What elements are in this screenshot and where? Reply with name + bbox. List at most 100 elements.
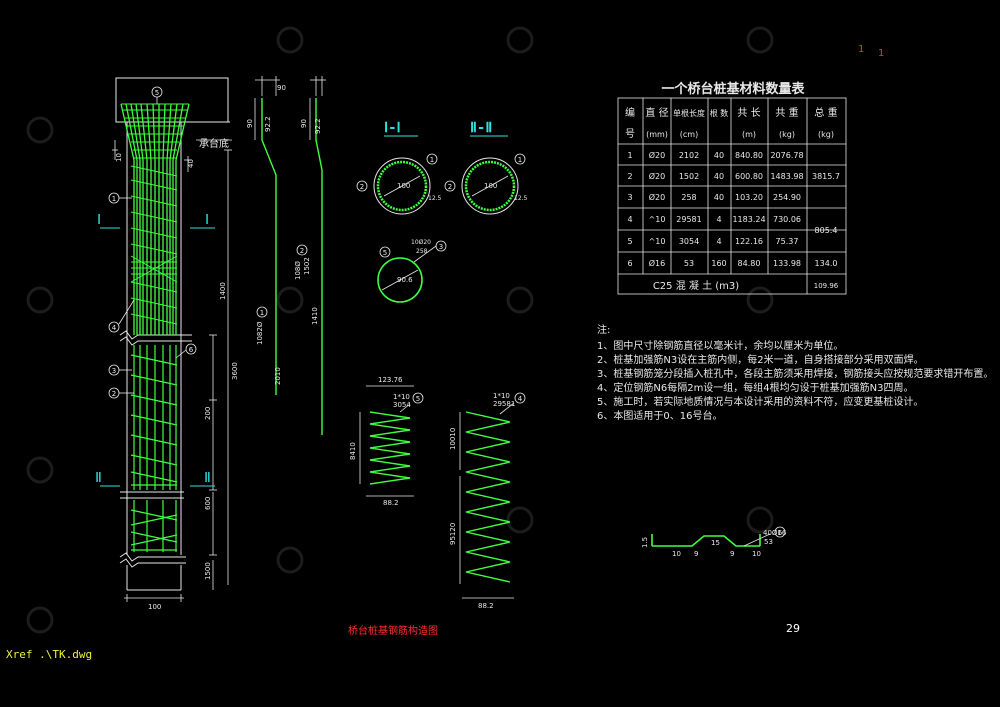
note-item: 6、本图适用于0、16号台。 [597, 409, 722, 422]
callout-num: 1 [430, 156, 434, 164]
pile-elevation: Ⅰ Ⅰ Ⅱ Ⅱ 承台底 10 40 1400 3600 200 600 1500… [95, 77, 239, 611]
ring-label-b: 258 [416, 248, 428, 255]
svg-text:Ø16: Ø16 [649, 258, 665, 268]
spiral2-bottom: 88.2 [478, 602, 494, 610]
bar1-dim-len: 1082Ø [256, 321, 264, 345]
dim-top: 10 [115, 153, 123, 162]
svg-text:Ø20: Ø20 [649, 171, 665, 181]
spiral2-len: 29581 [493, 400, 515, 408]
bar1-dim-90: 90 [246, 119, 254, 128]
svg-text:258: 258 [681, 193, 696, 202]
main-bar-details: 90 92.2 90 92.2 1082Ø 2010 108Ø 1502 141… [246, 76, 326, 435]
svg-text:3054: 3054 [679, 237, 699, 246]
spiral2-h1: 10010 [449, 428, 457, 450]
note-item: 3、桩基钢筋笼分段插入桩孔中，各段主筋须采用焊接，钢筋接头应按规范要求错开布置。 [597, 367, 993, 380]
note-item: 4、定位钢筋N6每隔2m设一组，每组4根均匀设于桩基加强筋N3四周。 [597, 381, 914, 394]
cross-sections: Ⅰ-Ⅰ Ⅱ-Ⅱ 100 100 12.5 12.5 1 2 1 2 3 5 9 [356, 120, 528, 303]
bar1-dim-92: 92.2 [264, 116, 272, 132]
svg-text:103.20: 103.20 [735, 193, 763, 202]
svg-text:4: 4 [716, 237, 721, 246]
dim-200: 200 [204, 407, 212, 420]
spiral-details: 123.76 1*10 3054 8410 88.2 1*10 29581 10… [349, 376, 526, 610]
bent-f: 10 [752, 550, 761, 558]
notes-block: 注: 1、图中尺寸除钢筋直径以毫米计，余均以厘米为单位。 2、桩基加强筋N3设在… [597, 323, 993, 422]
corner-mark: 1 [878, 48, 885, 59]
th-row2: 号 [625, 128, 635, 140]
svg-text:133.98: 133.98 [773, 259, 801, 268]
bar2-dim-1082: 108Ø [294, 261, 302, 280]
th-row2: (cm) [680, 130, 698, 139]
concrete-label: C25 混 凝 土 (m3) [653, 279, 739, 292]
th-row1: 编 [625, 106, 635, 119]
svg-text:1183.24: 1183.24 [732, 215, 765, 224]
spiral1-len: 3054 [393, 401, 411, 409]
spiral1-height: 8410 [349, 442, 357, 460]
ring-label-a: 10Ø20 [411, 239, 431, 246]
note-item: 2、桩基加强筋N3设在主筋内侧，每2米一道，自身搭接部分采用双面焊。 [597, 353, 924, 366]
bent-e: 9 [730, 550, 734, 558]
bar1-dim-label: 90 [277, 84, 286, 92]
concrete-value: 109.96 [814, 282, 839, 290]
svg-text:1502: 1502 [679, 172, 699, 181]
bar2-dim-1410: 1410 [311, 307, 319, 325]
section-mark-left-2: Ⅱ [95, 470, 102, 486]
svg-text:160: 160 [711, 259, 726, 268]
cover-dim-2: 12.5 [514, 195, 528, 202]
svg-text:254.90: 254.90 [773, 193, 801, 202]
section-title-2: Ⅱ-Ⅱ [470, 120, 492, 136]
ring-callout-5: 5 [383, 249, 387, 257]
th-row2: (kg) [818, 130, 834, 139]
bar2-dim-90: 90 [300, 119, 308, 128]
callout-num: 6 [189, 346, 194, 354]
drawing-title: 桥台桩基钢筋构造图 [348, 624, 438, 637]
dim-3600: 3600 [231, 362, 239, 380]
bent-h: 53 [764, 538, 773, 546]
dim-width: 100 [148, 603, 161, 611]
svg-text:1: 1 [627, 151, 632, 160]
dim-1500: 1500 [204, 562, 212, 580]
svg-text:84.80: 84.80 [738, 259, 761, 268]
section-mark-left-1: Ⅰ [97, 212, 101, 228]
callout-num: 1 [518, 156, 522, 164]
section1-dia: 100 [397, 182, 410, 190]
notes-heading: 注: [597, 323, 610, 336]
callout-num: 2 [300, 247, 304, 255]
callout-num: 3 [112, 367, 116, 375]
callout-num: 1 [112, 195, 116, 203]
spiral2-h2: 95120 [449, 523, 457, 545]
material-table: 一个桥台桩基材料数量表 编 直 径 单根长度 根 数 共 长 共 重 总 重 [617, 81, 847, 295]
svg-text:Ø20: Ø20 [649, 150, 665, 160]
callout-num: 2 [360, 183, 364, 191]
total-weight-3: 134.0 [815, 259, 838, 268]
note-item: 5、施工时，若实际地质情况与本设计采用的资料不符，应变更基桩设计。 [597, 395, 923, 408]
svg-text:^10: ^10 [649, 215, 666, 224]
total-weight-2: 805.4 [815, 226, 838, 235]
bent-a: 1.5 [641, 537, 649, 548]
spiral2-label: 1*10 [493, 392, 510, 400]
callout-num: 4 [518, 395, 523, 403]
watermark-layer [26, 26, 774, 634]
total-weight-1: 3815.7 [812, 172, 840, 181]
th-row1: 根 数 [710, 108, 729, 118]
th-row2: (m) [742, 130, 756, 139]
bent-c: 9 [694, 550, 698, 558]
spiral1-top: 123.76 [378, 376, 403, 384]
svg-text:2076.78: 2076.78 [770, 151, 803, 160]
bent-b: 10 [672, 550, 681, 558]
callout-num: 1 [260, 309, 264, 317]
bent-g: 40Ø16 [763, 529, 787, 537]
svg-text:Ø20: Ø20 [649, 192, 665, 202]
svg-text:40: 40 [714, 172, 724, 181]
th-row1: 直 径 [645, 106, 668, 119]
corner-mark: 1 [858, 44, 865, 55]
bar1-dim-2010: 2010 [274, 367, 282, 385]
xref-label: Xref .\TK.dwg [6, 648, 93, 661]
svg-text:730.06: 730.06 [773, 215, 801, 224]
